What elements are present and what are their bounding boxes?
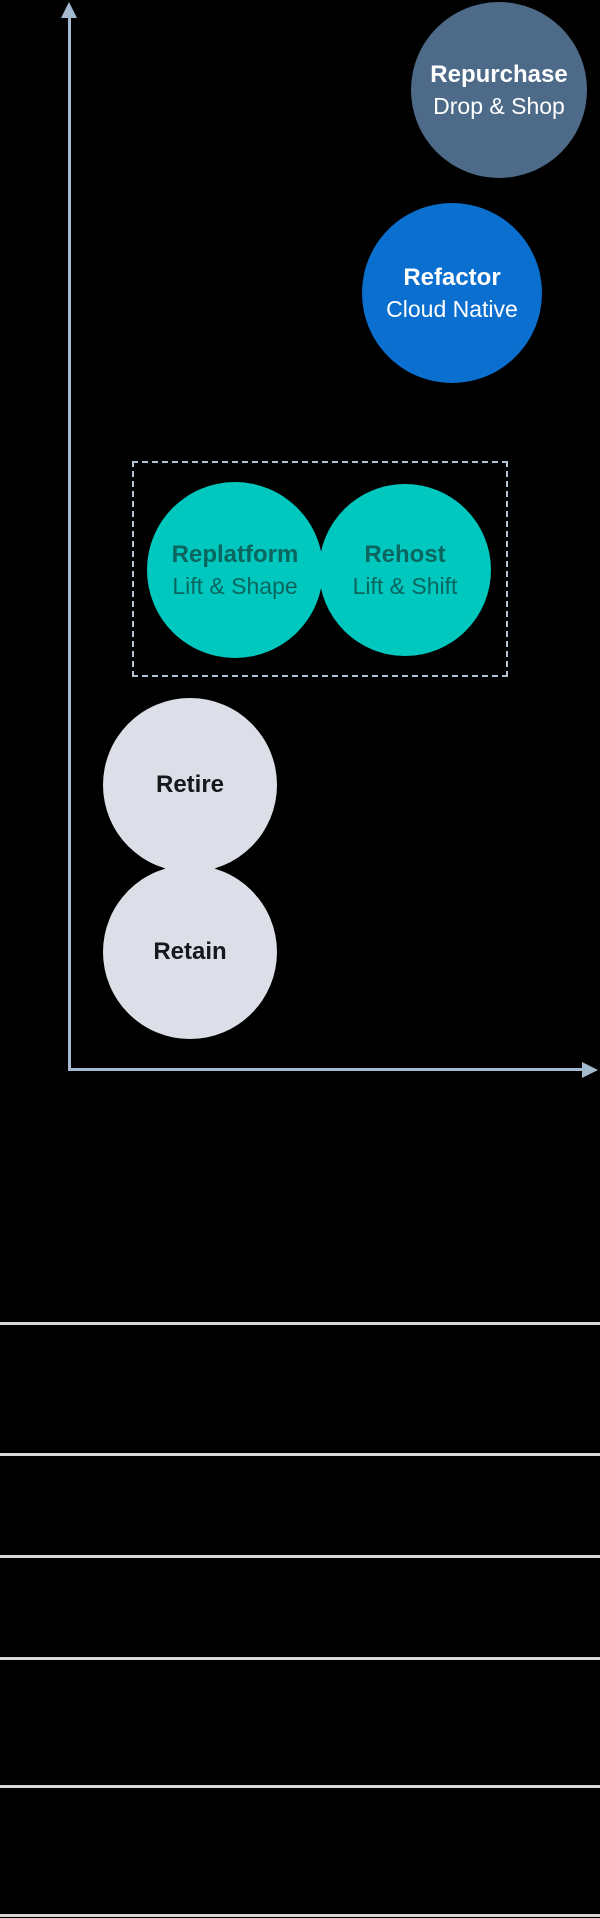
bubble-title: Retire <box>155 771 225 798</box>
bubble-title: Retain <box>153 938 227 965</box>
x-axis-line <box>68 1068 584 1071</box>
dashed-group-box <box>132 461 508 677</box>
separator-line <box>0 1555 600 1558</box>
bubble-subtitle: Drop & Shop <box>433 92 565 119</box>
bubble-replatform: Replatform Lift & Shape <box>147 482 323 658</box>
separator-line <box>0 1657 600 1660</box>
bubble-title: Repurchase <box>430 60 568 88</box>
bubble-retire: Retire <box>103 698 277 872</box>
separator-line <box>0 1322 600 1325</box>
bubble-repurchase: Repurchase Drop & Shop <box>411 2 587 178</box>
separator-line <box>0 1914 600 1917</box>
separator-line <box>0 1785 600 1788</box>
bubble-retain: Retain <box>103 865 277 1039</box>
bubble-subtitle: Cloud Native <box>386 295 518 322</box>
bubble-subtitle: Lift & Shift <box>352 572 458 599</box>
separator-line <box>0 1453 600 1456</box>
bubble-title: Replatform <box>171 540 299 568</box>
y-axis-line <box>68 14 71 1071</box>
bubble-subtitle: Lift & Shape <box>172 572 298 599</box>
bubble-title: Rehost <box>364 540 446 568</box>
bubble-refactor: Refactor Cloud Native <box>362 203 542 383</box>
arrow-up-icon <box>61 2 77 18</box>
bubble-rehost: Rehost Lift & Shift <box>319 484 491 656</box>
arrow-right-icon <box>582 1062 598 1078</box>
bubble-title: Refactor <box>403 263 501 291</box>
